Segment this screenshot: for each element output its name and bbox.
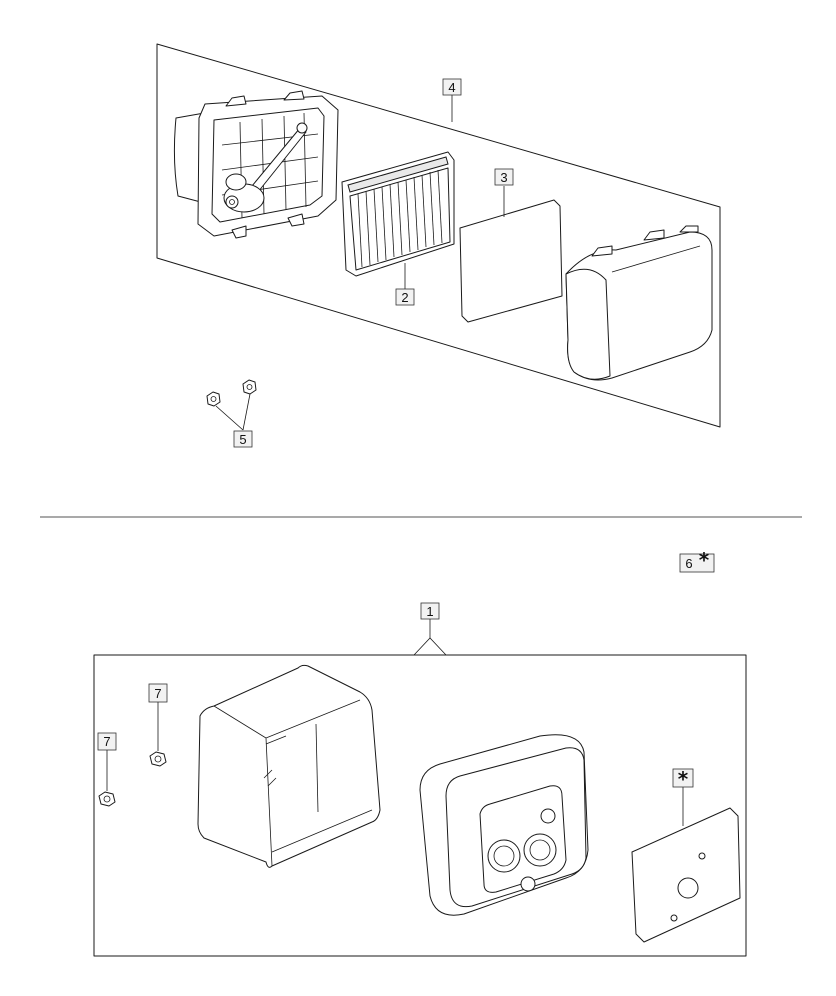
air-filter-group: 4 3 2 5 <box>156 43 721 448</box>
callout-3-text: 3 <box>500 170 507 185</box>
group-1-pointer <box>413 637 447 656</box>
muffler-body <box>419 734 589 916</box>
callout-6-text: 6 <box>685 556 692 571</box>
group-4-frame <box>156 43 721 428</box>
callout-2-text: 2 <box>401 290 408 305</box>
callout-3: 3 <box>494 168 514 186</box>
callout-6-mark: * <box>699 548 710 572</box>
air-filter-base <box>173 90 339 239</box>
callout-5-text: 5 <box>239 432 246 447</box>
air-filter-cover <box>565 225 713 381</box>
leader-lines-upper <box>215 95 505 431</box>
muffler-group: 1 <box>93 602 747 957</box>
pre-cleaner <box>459 199 563 323</box>
group-1-frame <box>93 654 747 957</box>
muffler-nut-upper <box>149 751 167 767</box>
heat-shield <box>197 664 381 868</box>
callout-7-upper: 7 <box>148 683 168 703</box>
callout-4: 4 <box>442 78 462 96</box>
muffler-gasket <box>631 807 741 943</box>
filter-element <box>341 151 455 277</box>
callout-2: 2 <box>395 288 415 306</box>
callout-6: 6 * <box>679 548 715 573</box>
callout-1: 1 <box>420 602 440 620</box>
callout-gasket-mark: * <box>678 767 689 791</box>
nut-pair <box>206 379 257 407</box>
callout-7-lower: 7 <box>97 732 117 751</box>
muffler-nut-lower <box>98 791 116 807</box>
callout-gasket: * <box>672 767 694 791</box>
callout-7-lower-text: 7 <box>103 734 110 749</box>
callout-4-text: 4 <box>448 80 455 95</box>
callout-7-upper-text: 7 <box>154 686 161 701</box>
callout-5: 5 <box>233 430 253 448</box>
callout-1-text: 1 <box>426 604 433 619</box>
